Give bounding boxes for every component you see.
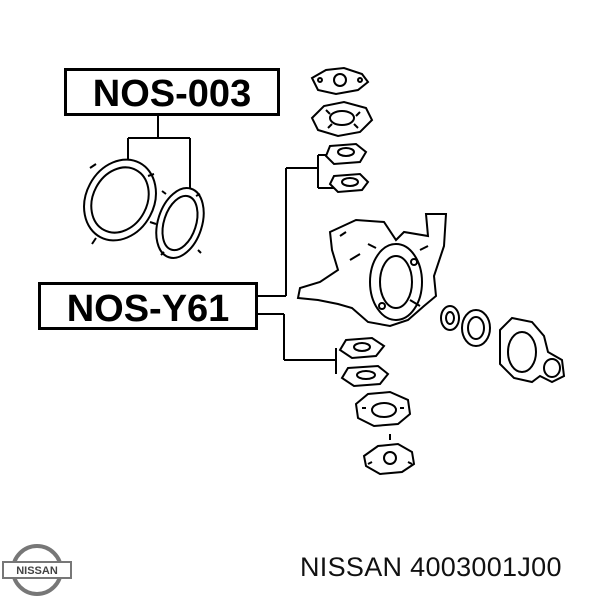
lower-bearing xyxy=(338,336,386,360)
lower-race xyxy=(340,364,390,388)
nissan-logo-icon: NISSAN xyxy=(2,544,72,596)
brand-part-number: NISSAN 4003001J00 xyxy=(300,552,562,582)
callout-nos-y61: NOS-Y61 xyxy=(38,282,258,330)
leader-lines-upper xyxy=(127,116,191,192)
lower-cap-plate xyxy=(362,434,416,476)
seal-ring-large xyxy=(83,158,157,245)
hub-bearing-inner xyxy=(440,305,460,331)
upper-cap-plate xyxy=(310,66,370,96)
bearing-ring xyxy=(155,187,205,259)
hub-seal xyxy=(461,309,491,347)
leader-lines-lower xyxy=(258,154,337,374)
callout-nos-003: NOS-003 xyxy=(64,68,280,116)
upper-shim-plate xyxy=(310,100,374,138)
upper-bearing xyxy=(324,142,368,166)
upper-race xyxy=(328,172,370,194)
logo-text: NISSAN xyxy=(16,565,58,577)
lower-shim-plate xyxy=(354,390,412,428)
wheel-hub-spindle xyxy=(499,316,566,384)
steering-knuckle xyxy=(296,213,448,328)
